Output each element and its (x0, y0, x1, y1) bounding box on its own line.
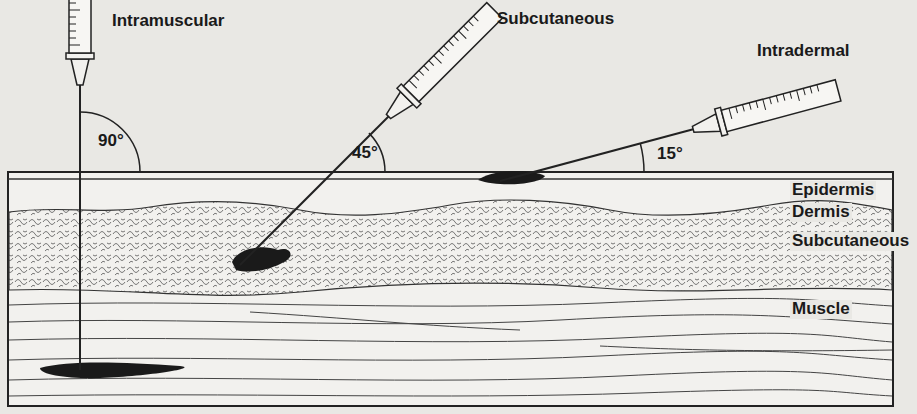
angle-label: 15° (655, 145, 685, 164)
sc-deposit (232, 247, 291, 271)
subcutaneous-layer (9, 200, 892, 295)
syringe (66, 0, 94, 370)
syringes (66, 0, 842, 370)
syringe (496, 77, 841, 195)
skin-block (8, 172, 893, 406)
layer-label: Dermis (790, 203, 852, 222)
im-deposit (40, 363, 185, 379)
epidermis-line (8, 178, 893, 180)
route-label: Subcutaneous (495, 10, 616, 29)
angle-label: 90° (96, 132, 126, 151)
syringe (230, 1, 504, 275)
muscle-fibres (9, 298, 892, 396)
layer-label: Subcutaneous (790, 232, 911, 251)
layer-label: Muscle (790, 300, 852, 319)
layer-label: Epidermis (790, 181, 876, 200)
route-label: Intramuscular (110, 12, 226, 31)
angle-label: 45° (350, 144, 380, 163)
route-label: Intradermal (755, 42, 852, 61)
